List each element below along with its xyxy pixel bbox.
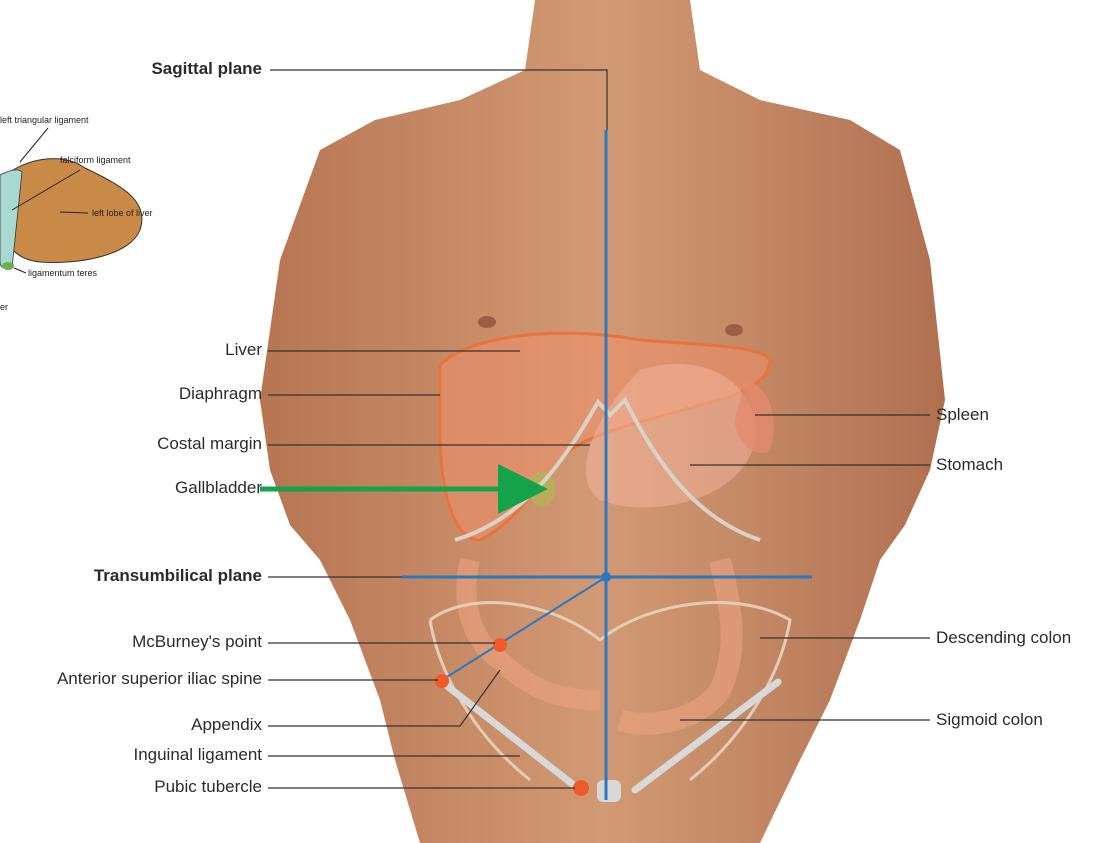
label-diaphragm: Diaphragm	[179, 384, 262, 404]
right-nipple	[725, 324, 743, 336]
label-sigmoid-colon: Sigmoid colon	[936, 710, 1043, 730]
label-pubic-tubercle: Pubic tubercle	[154, 777, 262, 797]
pubic-symphysis	[597, 780, 621, 802]
label-costal-margin: Costal margin	[157, 434, 262, 454]
label-asis: Anterior superior iliac spine	[57, 669, 262, 689]
inset-label-left-lobe: left lobe of liver	[92, 208, 153, 219]
inset-label-cut-off: er	[0, 302, 8, 313]
label-transumbilical-plane: Transumbilical plane	[94, 566, 262, 586]
label-spleen: Spleen	[936, 405, 989, 425]
inset-label-left-triangular-ligament: left triangular ligament	[0, 115, 89, 126]
label-stomach: Stomach	[936, 455, 1003, 475]
label-sagittal-plane: Sagittal plane	[151, 59, 262, 79]
label-mcburneys-point: McBurney's point	[132, 632, 262, 652]
label-descending-colon: Descending colon	[936, 628, 1071, 648]
mcburneys-point-dot	[493, 638, 507, 652]
left-nipple	[478, 316, 496, 328]
umbilicus-dot	[601, 572, 611, 582]
label-gallbladder: Gallbladder	[175, 478, 262, 498]
asis-dot	[435, 674, 449, 688]
gallbladder-shape	[529, 471, 555, 507]
pubic-tubercle-dot	[573, 780, 589, 796]
inset-label-falciform-ligament: falciform ligament	[60, 155, 131, 166]
label-appendix: Appendix	[191, 715, 262, 735]
inset-label-ligamentum-teres: ligamentum teres	[28, 268, 97, 279]
inset-ligamentum-teres	[2, 262, 14, 270]
label-liver: Liver	[225, 340, 262, 360]
inset-liver-diagram	[0, 128, 142, 273]
label-inguinal-ligament: Inguinal ligament	[133, 745, 262, 765]
